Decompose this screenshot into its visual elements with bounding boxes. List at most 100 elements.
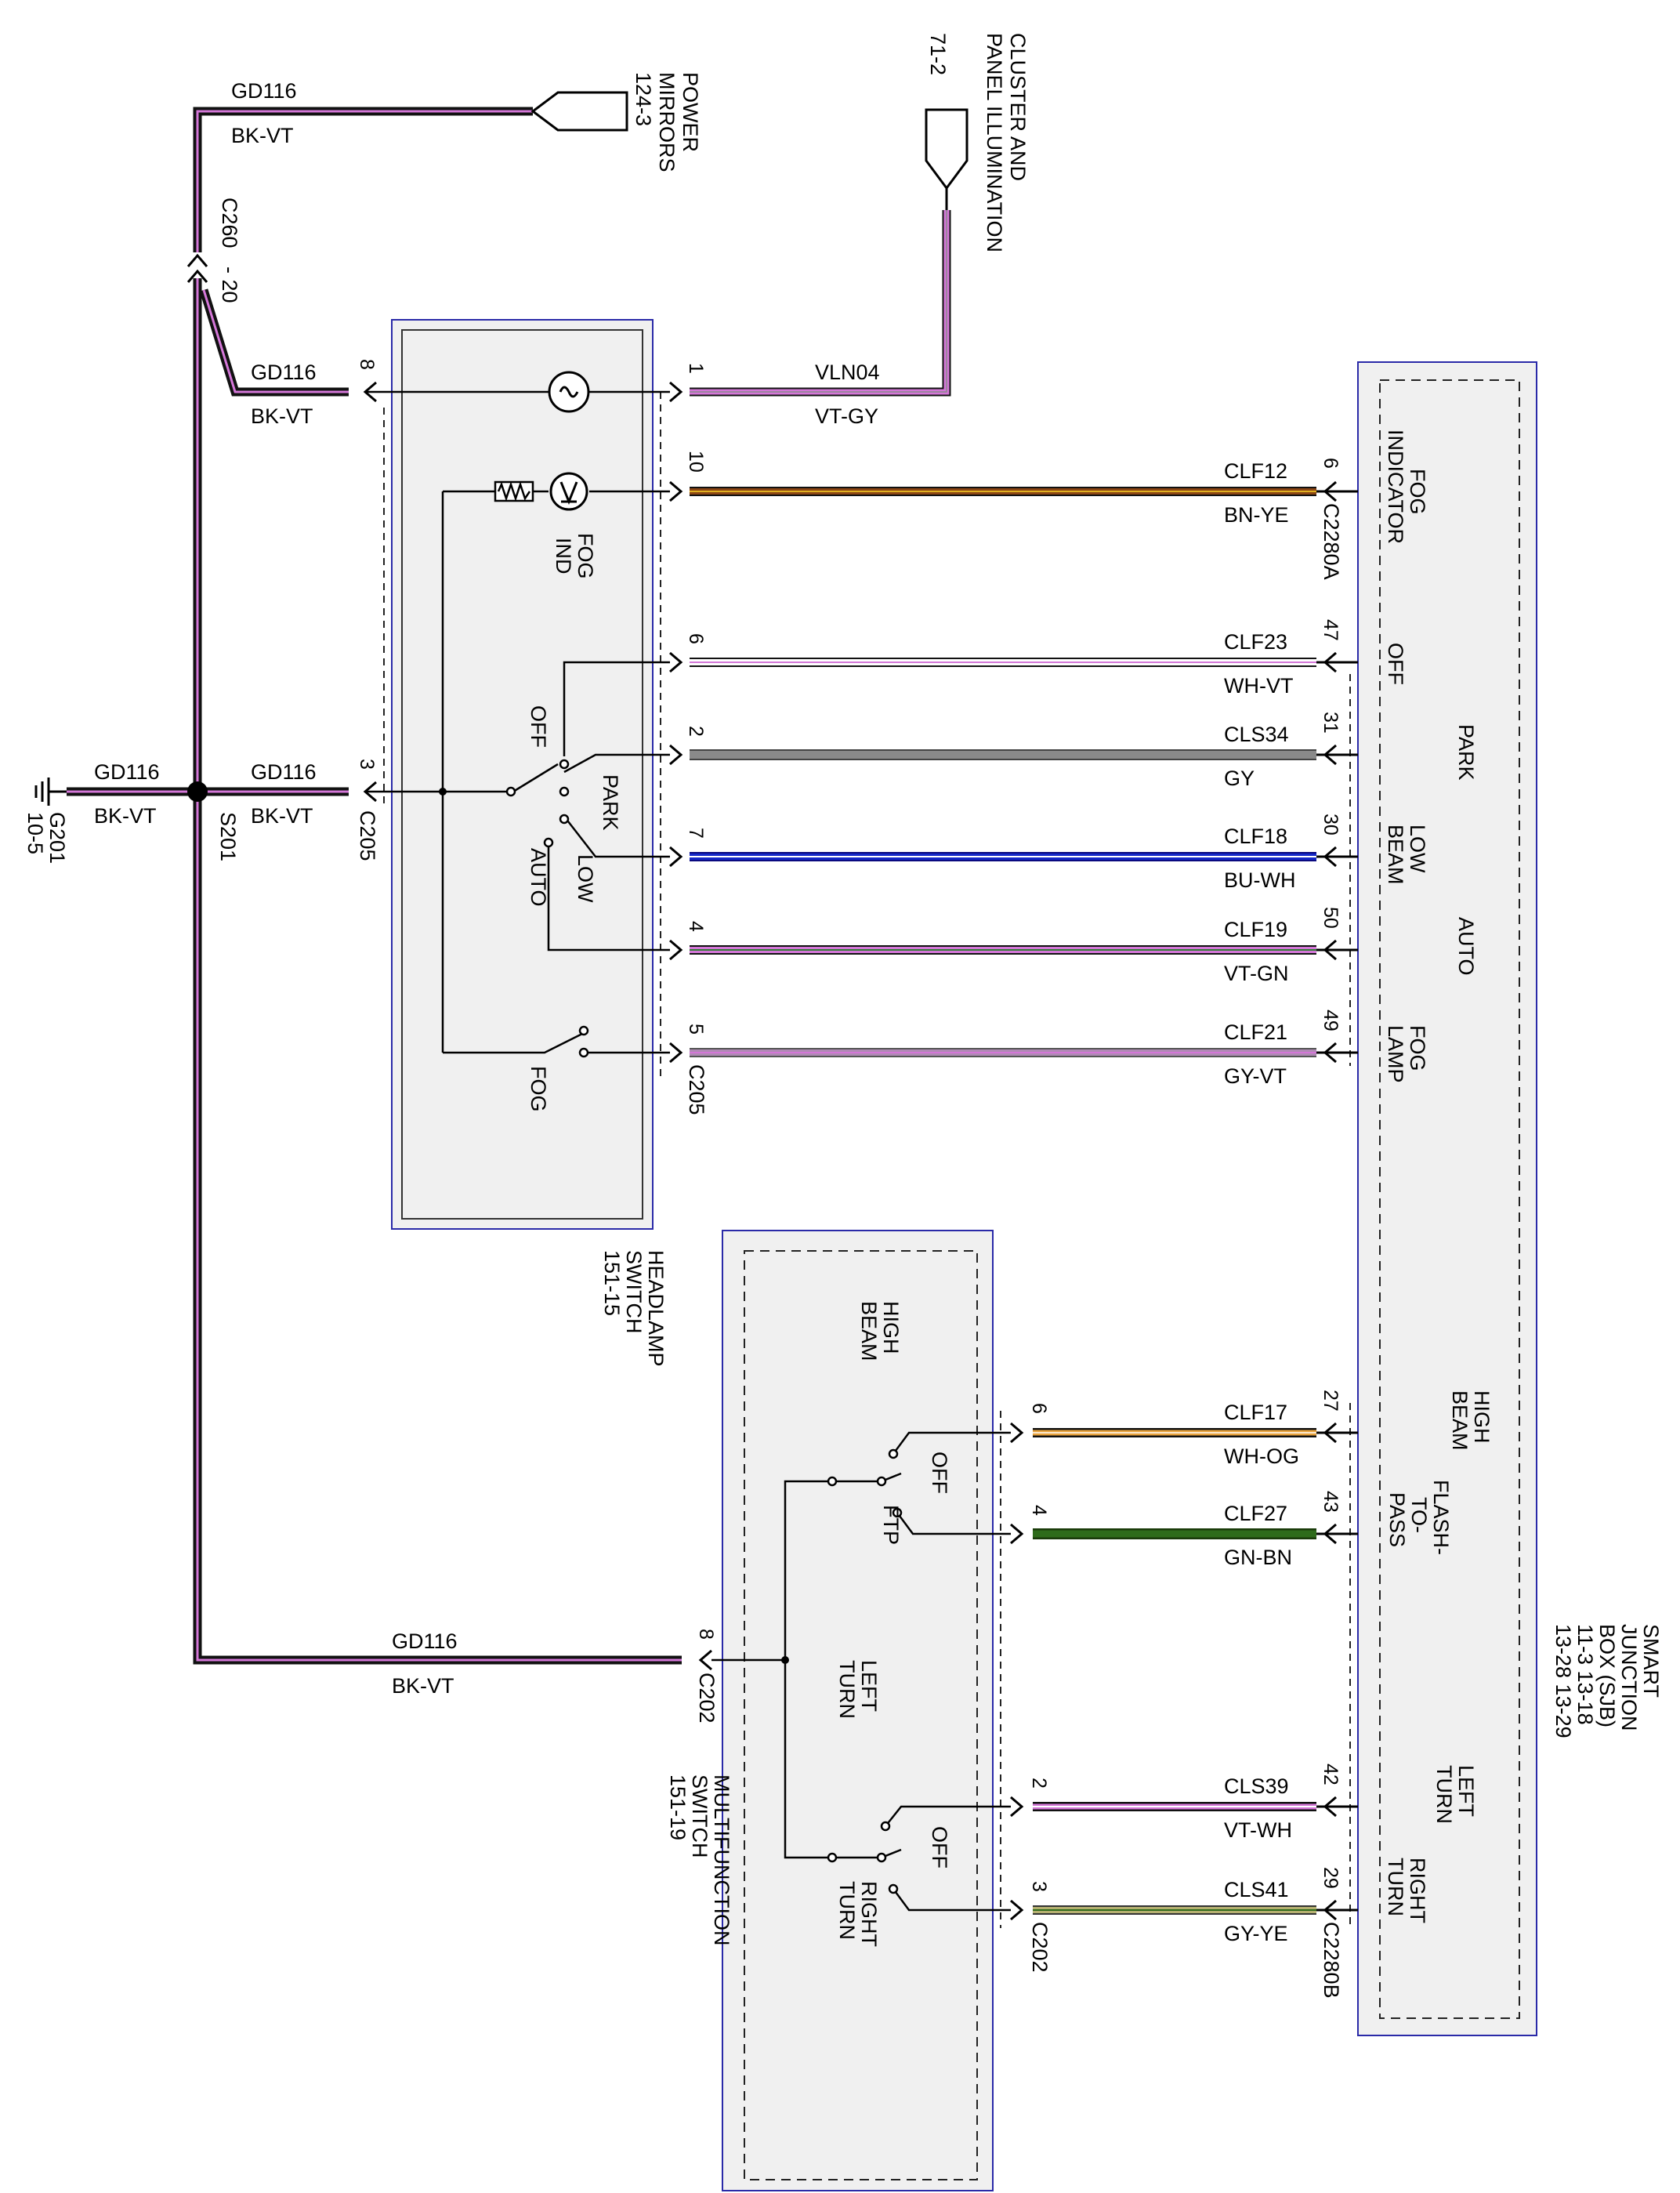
label-cls41: CLS41 — [1224, 1878, 1289, 1901]
label-vln04: VLN04 — [815, 361, 880, 384]
headlamp-internals — [365, 390, 670, 1054]
sjb-high-beam-2: BEAM — [1448, 1390, 1472, 1451]
switch-low-label: LOW — [574, 854, 597, 903]
label-gyvt: GY-VT — [1224, 1064, 1287, 1088]
hl-pin-2-label: 2 — [685, 726, 707, 737]
label-clf23: CLF23 — [1224, 630, 1287, 654]
c202-right-label: C202 — [1028, 1922, 1052, 1973]
sjb-high-beam-1: HIGH — [1470, 1390, 1494, 1444]
hl-pin-1-label: 1 — [685, 363, 707, 374]
label-buwh: BU-WH — [1224, 868, 1295, 892]
sjb-name-3: BOX (SJB) — [1595, 1624, 1619, 1727]
hl-pin-7-label: 7 — [685, 828, 707, 839]
sjb-low-beam-2: BEAM — [1384, 825, 1407, 885]
label-vtwh: VT-WH — [1224, 1818, 1292, 1842]
label-gd116-pin3: GD116 — [251, 760, 317, 784]
sjb-pin-30-label: 30 — [1320, 814, 1341, 836]
sjb-pin-47-label: 47 — [1320, 619, 1341, 641]
hl-pin-6-label: 6 — [685, 633, 707, 644]
mf-pin-4-label: 4 — [1028, 1505, 1050, 1516]
g201-label-1: G201 — [45, 812, 69, 864]
label-cls34: CLS34 — [1224, 723, 1289, 746]
sjb-pin-43-label: 43 — [1320, 1491, 1341, 1513]
multifunction-pin-chevrons — [698, 1422, 1024, 1921]
multifunction-switch-box — [722, 1230, 994, 2191]
hl-pin-3-label: 3 — [356, 759, 378, 770]
sjb-name-1: SMART — [1639, 1624, 1663, 1698]
label-bnye: BN-YE — [1224, 503, 1289, 527]
smart-junction-box — [1357, 361, 1537, 2036]
label-whvt: WH-VT — [1224, 674, 1293, 698]
fog-ind-label-2: IND — [552, 538, 575, 575]
sjb-pin-27-label: 27 — [1320, 1390, 1341, 1412]
mf-pin-3-label: 3 — [1028, 1881, 1050, 1892]
sjb-name-4: 11-3 13-18 — [1573, 1624, 1597, 1725]
hl-pin-4-label: 4 — [685, 921, 707, 932]
label-whog: WH-OG — [1224, 1444, 1299, 1468]
power-mirrors-connector — [530, 91, 628, 132]
sjb-fog-lamp-1: FOG — [1406, 1025, 1429, 1071]
panel-lamp-icon — [548, 371, 590, 413]
sjb-pin-42-label: 42 — [1320, 1763, 1341, 1785]
power-mirrors-label-2: MIRRORS — [655, 72, 679, 172]
multifunction-label-3: 151-19 — [666, 1774, 690, 1840]
c260-label: C260 — [218, 198, 241, 248]
label-clf21: CLF21 — [1224, 1020, 1287, 1044]
mf-high-beam-2: BEAM — [857, 1301, 881, 1361]
cluster-label-2: PANEL ILLUMINATION — [983, 33, 1006, 252]
fog-indicator-led-icon — [549, 472, 588, 511]
switch-park-label: PARK — [599, 774, 622, 831]
wire-vln04 — [690, 210, 951, 397]
g201-label-2: 10-5 — [24, 812, 47, 854]
sjb-ftp-2: TO- — [1407, 1497, 1431, 1533]
label-gd116-mf: GD116 — [392, 1629, 458, 1653]
hl-pin-5-label: 5 — [685, 1024, 707, 1035]
sjb-fog-indicator-1: FOG — [1406, 469, 1429, 515]
sjb-fog-lamp-2: LAMP — [1384, 1025, 1407, 1083]
c205-left-label: C205 — [356, 810, 379, 861]
label-bkvt-pin3: BK-VT — [251, 804, 313, 828]
sjb-off-label: OFF — [1384, 643, 1407, 685]
cluster-label-1: CLUSTER AND — [1006, 33, 1030, 181]
sjb-park-label: PARK — [1454, 724, 1478, 781]
power-mirrors-label-1: POWER — [679, 72, 702, 152]
hl-pin-10-label: 10 — [685, 451, 707, 473]
ground-bus-wires — [67, 107, 682, 1665]
sjb-fog-indicator-2: INDICATOR — [1384, 430, 1407, 544]
sjb-ftp-3: PASS — [1385, 1492, 1409, 1547]
c260-pin-label: - 20 — [218, 266, 241, 303]
sjb-name-2: JUNCTION — [1617, 1624, 1641, 1731]
label-vtgn: VT-GN — [1224, 962, 1289, 985]
s201-label: S201 — [216, 812, 240, 861]
c2280a-label: C2280A — [1320, 503, 1343, 580]
cluster-connector — [925, 108, 969, 190]
power-mirrors-label-3: 124-3 — [632, 72, 655, 126]
sjb-ftp-1: FLASH- — [1429, 1480, 1453, 1555]
mf-high-beam-1: HIGH — [879, 1301, 903, 1354]
sjb-pin-29-label: 29 — [1320, 1867, 1341, 1889]
rotated-labels: POWER MIRRORS 124-3 CLUSTER AND PANEL IL… — [24, 33, 1663, 1999]
c205-right-label: C205 — [685, 1064, 708, 1115]
label-bkvt-hl: BK-VT — [251, 404, 313, 428]
horizontal-labels: GD116 BK-VT GD116 BK-VT GD116 BK-VT GD11… — [94, 79, 1299, 1945]
label-gnbn: GN-BN — [1224, 1546, 1292, 1569]
sjb-pin-chevrons — [1323, 480, 1337, 1921]
label-clf19: CLF19 — [1224, 918, 1287, 941]
label-gyye: GY-YE — [1224, 1922, 1288, 1945]
switch-contacts — [505, 759, 589, 1058]
hl-pin-8-label: 8 — [356, 359, 378, 370]
ground-symbol — [34, 778, 67, 806]
label-bkvt-top: BK-VT — [231, 124, 294, 147]
mf-left-turn-2: TURN — [835, 1660, 859, 1719]
label-vtgy: VT-GY — [815, 404, 878, 428]
sjb-auto-label: AUTO — [1454, 917, 1478, 976]
label-clf17: CLF17 — [1224, 1401, 1287, 1424]
c2280b-label: C2280B — [1320, 1922, 1343, 1999]
cluster-label-3: 71-2 — [926, 33, 950, 75]
mf-pin-8-label: 8 — [695, 1629, 717, 1640]
fog-ind-label-1: FOG — [574, 533, 597, 579]
headlamp-switch-label-2: SWITCH — [622, 1250, 646, 1333]
headlamp-switch-label-3: 151-15 — [600, 1250, 624, 1316]
mf-right-turn-1: RIGHT — [857, 1881, 881, 1947]
multifunction-label-2: SWITCH — [688, 1774, 711, 1858]
